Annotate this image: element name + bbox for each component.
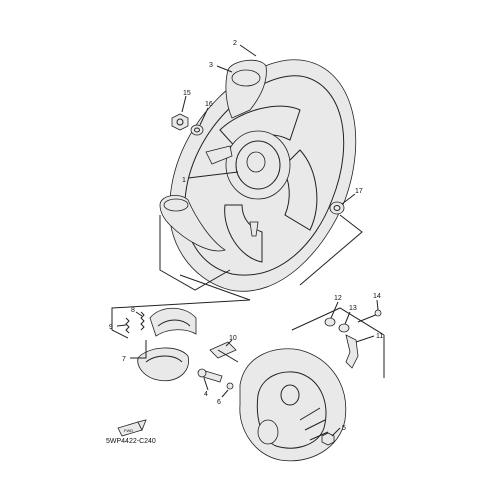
hub-bracket bbox=[205, 145, 233, 165]
brake-leaders bbox=[116, 299, 379, 437]
callout-12: 12 bbox=[334, 295, 342, 302]
leader-9 bbox=[116, 324, 127, 327]
cam-lever-11 bbox=[345, 334, 359, 369]
leader-14 bbox=[376, 299, 379, 311]
tube-opening bbox=[231, 69, 261, 87]
leader-12 bbox=[330, 301, 339, 319]
spring-9 bbox=[125, 317, 130, 334]
washer-12 bbox=[324, 317, 336, 327]
leader-8 bbox=[135, 311, 143, 317]
frame-line-right bbox=[299, 214, 363, 286]
washer-16 bbox=[190, 124, 204, 136]
leader-6 bbox=[221, 389, 229, 398]
callout-17: 17 bbox=[355, 188, 363, 195]
shoe-lower-edge bbox=[145, 355, 183, 363]
brake-panel-hole bbox=[280, 384, 300, 406]
shoe-upper-edge bbox=[157, 319, 191, 327]
leader-5 bbox=[331, 427, 341, 437]
leader-16 bbox=[199, 107, 209, 126]
nut-15 bbox=[171, 113, 189, 131]
assembly-frame bbox=[111, 214, 385, 378]
callout-9: 9 bbox=[109, 324, 113, 331]
o-ring-6 bbox=[226, 382, 234, 390]
callout-15: 15 bbox=[183, 90, 191, 97]
callout-labels: 1 2 3 4 5 6 7 8 9 10 11 12 13 14 15 16 1… bbox=[109, 40, 383, 432]
fwd-label: FWD bbox=[124, 428, 133, 433]
camshaft-shaft bbox=[217, 349, 239, 363]
callout-4: 4 bbox=[204, 391, 208, 398]
brake-shoe-lower bbox=[137, 347, 189, 382]
leader-2 bbox=[239, 44, 257, 57]
shaft-end bbox=[197, 368, 207, 378]
leader-7 bbox=[130, 340, 147, 359]
shaft-4 bbox=[197, 368, 223, 383]
leader-15 bbox=[181, 95, 187, 113]
nut-bore bbox=[176, 118, 184, 126]
leader-11 bbox=[355, 335, 375, 343]
collar-bore bbox=[333, 205, 341, 211]
callout-8: 8 bbox=[131, 307, 135, 314]
nut-5 bbox=[321, 432, 335, 446]
callout-5: 5 bbox=[342, 425, 346, 432]
brake-panel-boss bbox=[257, 419, 279, 445]
fwd-arrow-head bbox=[137, 419, 147, 431]
washer-bore bbox=[194, 127, 200, 133]
wheel-assembly bbox=[159, 59, 357, 292]
collar bbox=[329, 201, 345, 215]
callout-3: 3 bbox=[209, 62, 213, 69]
leader-10 bbox=[225, 339, 233, 347]
camshaft-head bbox=[209, 341, 237, 359]
bolt-14-head bbox=[374, 309, 382, 317]
washer bbox=[190, 124, 204, 136]
brake-panel bbox=[239, 348, 347, 462]
leader-3 bbox=[216, 65, 233, 73]
wheel-spoke-3 bbox=[224, 204, 263, 263]
bolt-14-shaft bbox=[357, 313, 379, 323]
brake-shoe-upper bbox=[149, 307, 197, 337]
diagram-code: 5WP4422-C240 bbox=[106, 438, 156, 445]
frame-line-brake bbox=[111, 274, 251, 339]
spring-8 bbox=[140, 311, 145, 331]
callout-6: 6 bbox=[217, 399, 221, 406]
frame-line-cam bbox=[291, 307, 385, 336]
indicator-13 bbox=[338, 323, 350, 333]
cam-lever-parts bbox=[324, 309, 382, 369]
callout-13: 13 bbox=[349, 305, 357, 312]
callout-16: 16 bbox=[205, 101, 213, 108]
frame-line-left bbox=[159, 215, 231, 291]
callout-14: 14 bbox=[373, 293, 381, 300]
leader-13 bbox=[344, 311, 351, 325]
callout-10: 10 bbox=[229, 335, 237, 342]
camshaft-10 bbox=[209, 341, 239, 363]
callout-7: 7 bbox=[122, 356, 126, 363]
wheel-leaders bbox=[181, 44, 356, 205]
callout-1: 1 bbox=[182, 177, 186, 184]
nut-hex bbox=[171, 113, 189, 131]
collar-17 bbox=[329, 201, 345, 215]
rim-opening bbox=[163, 198, 189, 212]
hub-ring bbox=[235, 140, 281, 190]
brake-shoes bbox=[137, 307, 197, 382]
callout-11: 11 bbox=[376, 333, 383, 340]
leader-1 bbox=[187, 171, 239, 179]
springs bbox=[125, 311, 145, 334]
leader-4 bbox=[203, 377, 209, 391]
fwd-arrow-icon: FWD bbox=[117, 419, 147, 437]
callout-2: 2 bbox=[233, 40, 237, 47]
axle-bore bbox=[246, 151, 266, 173]
leader-17 bbox=[341, 193, 356, 205]
valve-stem bbox=[249, 221, 259, 237]
brake-panel-ribs bbox=[299, 407, 329, 441]
